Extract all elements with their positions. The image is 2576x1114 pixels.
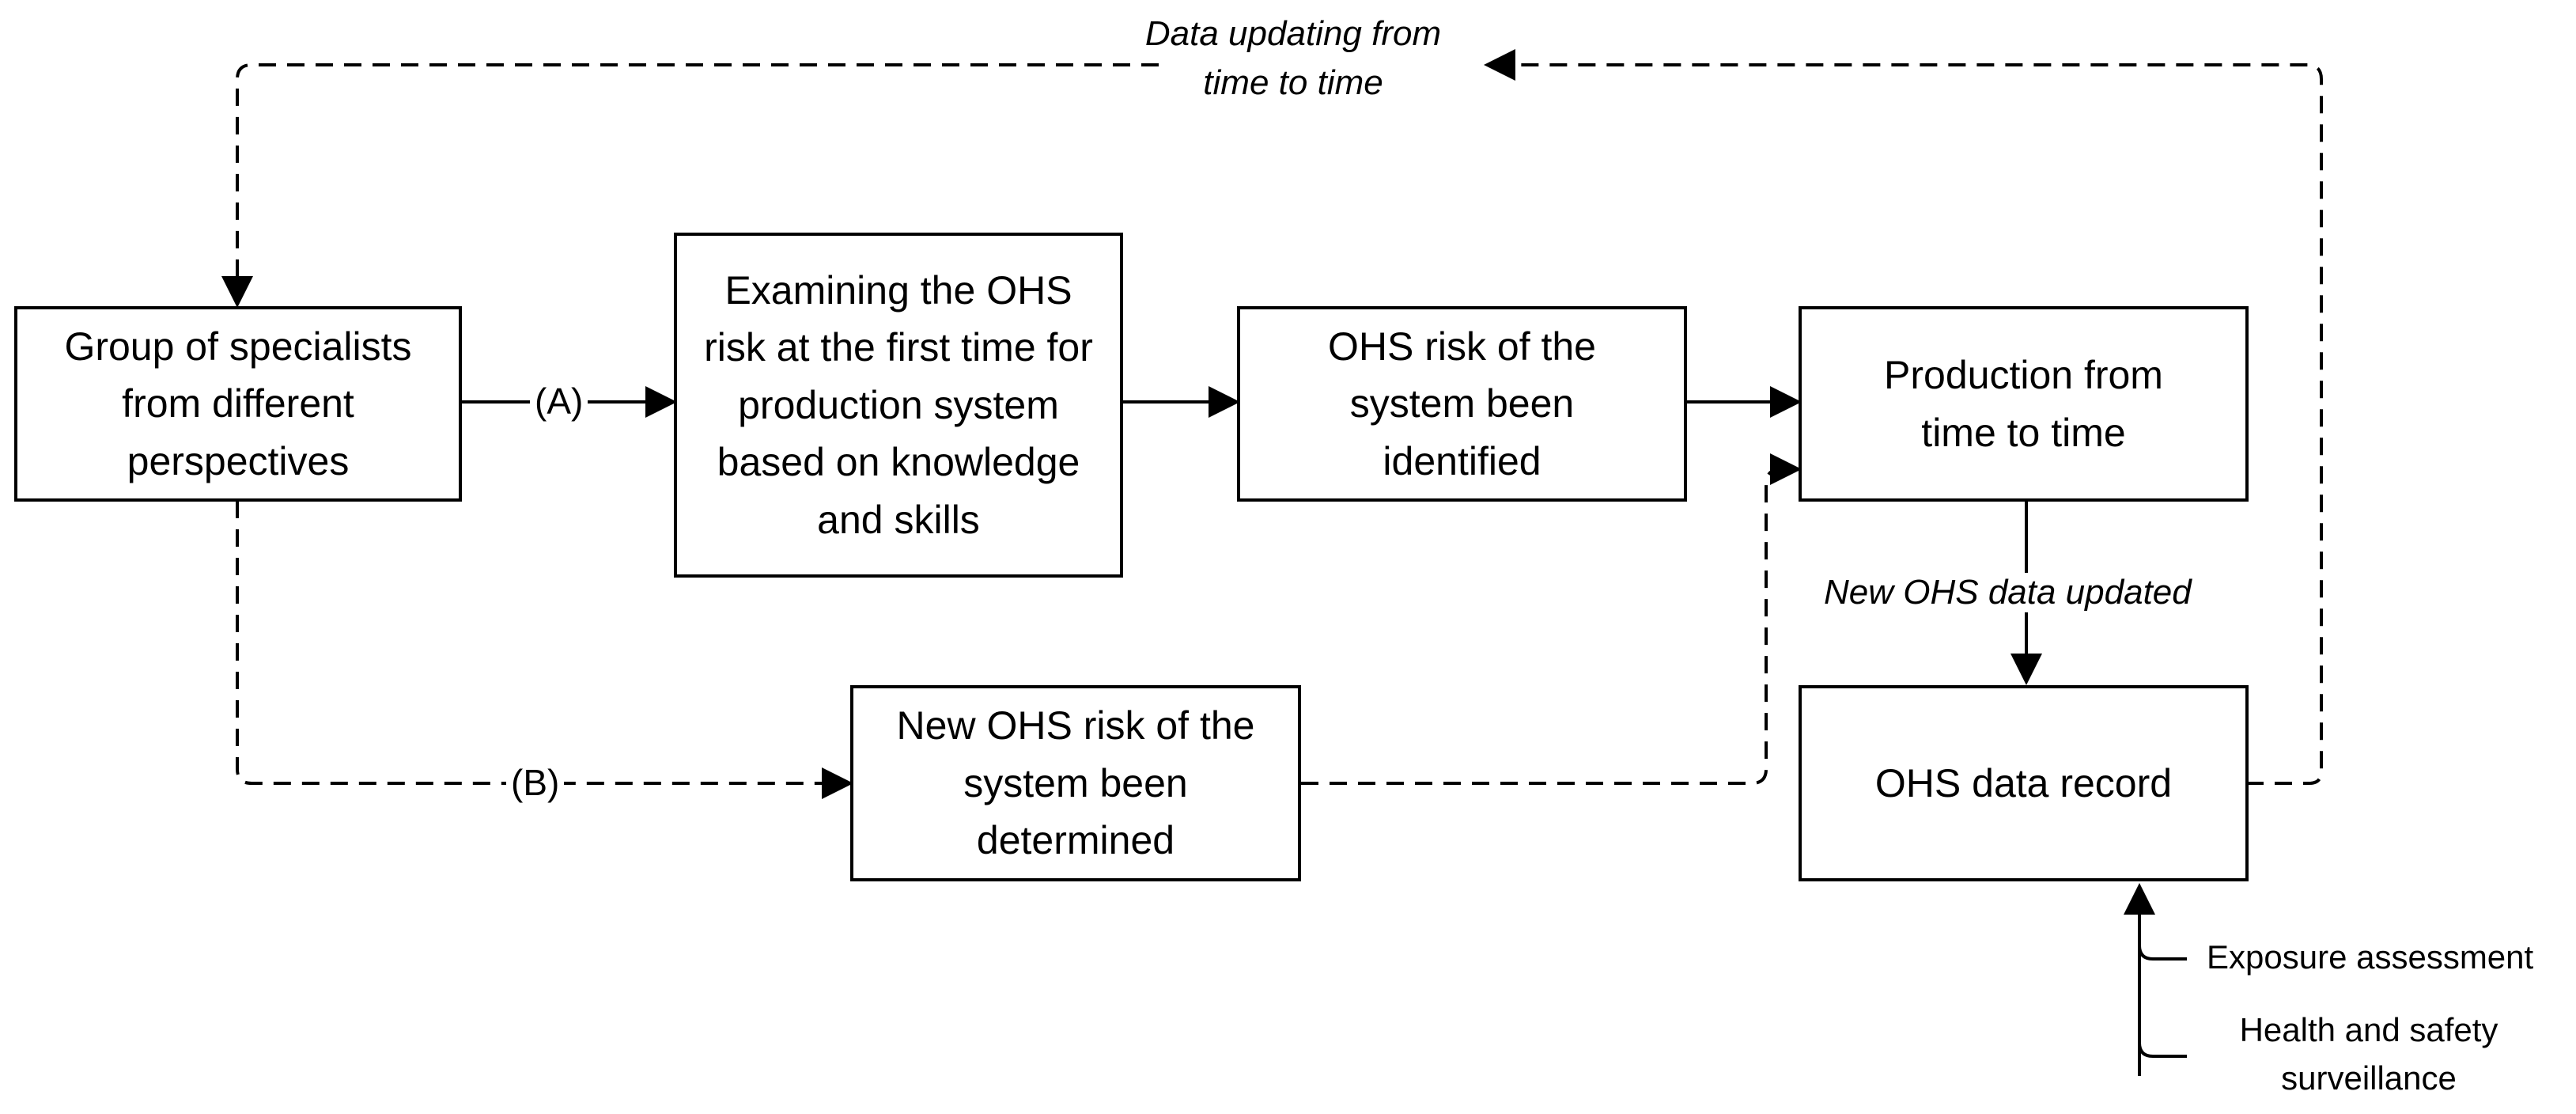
feedback-label: Data updating from time to time xyxy=(1144,14,1442,102)
exposure-label: Exposure assessment xyxy=(2207,938,2534,976)
branch-exposure xyxy=(2138,945,2187,961)
surveillance-label: Health and safety surveillance xyxy=(2239,1011,2498,1097)
box-examining-text: Examining the OHS risk at the first time… xyxy=(704,267,1093,542)
branch-surveillance xyxy=(2138,1042,2187,1058)
arrow-specialists-to-new-risk xyxy=(236,501,853,799)
arrow-new-risk-to-production xyxy=(1301,453,1802,785)
path-a-label: (A) xyxy=(530,380,588,422)
box-production-text: Production from time to time xyxy=(1884,353,2163,455)
box-identified-text: OHS risk of the system been identified xyxy=(1328,324,1596,483)
box-new-risk: New OHS risk of the system been determin… xyxy=(850,685,1301,881)
box-examining: Examining the OHS risk at the first time… xyxy=(674,233,1123,578)
box-specialists: Group of specialists from different pers… xyxy=(14,306,462,502)
path-b-label: (B) xyxy=(506,761,565,804)
box-new-risk-text: New OHS risk of the system been determin… xyxy=(896,703,1255,863)
box-identified: OHS risk of the system been identified xyxy=(1237,306,1687,502)
new-data-label: New OHS data updated xyxy=(1819,573,2196,612)
feedback-arrow-to-specialists xyxy=(1484,49,2323,785)
box-record-text: OHS data record xyxy=(1874,760,2173,805)
feedback-arrow-down xyxy=(221,63,1159,308)
box-record: OHS data record xyxy=(1799,685,2249,881)
box-production: Production from time to time xyxy=(1799,306,2249,502)
box-specialists-text: Group of specialists from different pers… xyxy=(64,324,412,483)
